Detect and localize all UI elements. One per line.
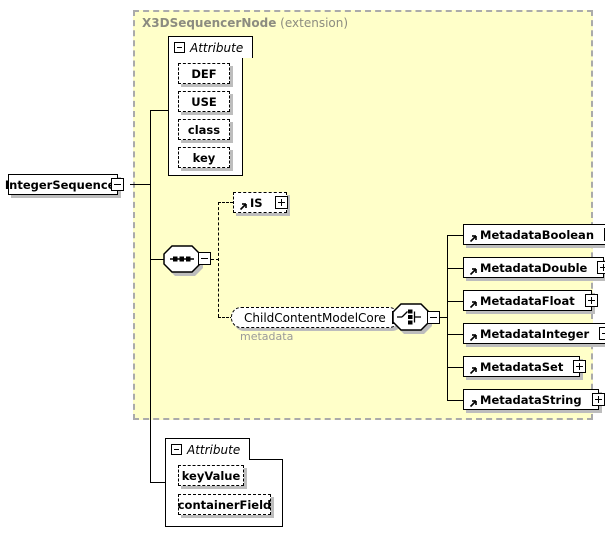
element-label: IS (250, 195, 263, 210)
attribute-use[interactable]: USE (178, 91, 230, 112)
connector-line (150, 259, 164, 260)
connector-line-dashed (211, 259, 219, 260)
element-label: MetadataInteger (480, 326, 590, 341)
extension-title: X3DSequencerNode (extension) (142, 16, 348, 30)
reference-arrow-icon (469, 367, 477, 375)
expand-toggle[interactable] (274, 196, 288, 209)
connector-line (150, 110, 151, 482)
collapse-toggle[interactable] (198, 252, 211, 265)
element-label: IntegerSequencer (4, 177, 122, 192)
connector-line-dashed (218, 317, 233, 318)
annotation-text: metadata (240, 330, 294, 343)
attribute-group-label: Attribute (187, 442, 241, 457)
collapse-toggle[interactable] (174, 42, 185, 53)
element-metadatastring[interactable]: MetadataString (463, 389, 605, 410)
connector-line (150, 482, 165, 483)
element-metadataset[interactable]: MetadataSet (463, 356, 587, 377)
connector-line (447, 235, 448, 400)
sequence-indicator (162, 245, 206, 283)
choice-indicator (391, 303, 435, 341)
reference-arrow-icon (469, 235, 477, 243)
attribute-label: class (187, 122, 221, 137)
reference-arrow-icon (239, 203, 247, 211)
attribute-label: keyValue (181, 468, 241, 483)
attribute-key[interactable]: key (178, 147, 230, 168)
attribute-label: containerField (177, 497, 272, 512)
collapse-toggle[interactable] (111, 177, 124, 191)
element-label: MetadataDouble (480, 260, 588, 275)
connector-line (447, 400, 463, 401)
element-metadatadouble[interactable]: MetadataDouble (463, 257, 605, 278)
element-metadataboolean[interactable]: MetadataBoolean (463, 224, 605, 245)
expand-toggle[interactable] (584, 293, 598, 307)
attribute-class[interactable]: class (178, 119, 230, 140)
attribute-containerfield[interactable]: containerField (178, 494, 271, 515)
connector-line (447, 334, 463, 335)
extension-name: X3DSequencerNode (142, 16, 277, 30)
expand-toggle[interactable] (591, 392, 605, 406)
element-is[interactable]: IS (233, 192, 288, 213)
expand-toggle[interactable] (599, 326, 605, 340)
attribute-def[interactable]: DEF (178, 63, 230, 84)
attribute-label: USE (191, 94, 217, 109)
attribute-label: key (192, 150, 216, 165)
collapse-toggle[interactable] (171, 444, 182, 455)
element-label: ChildContentModelCore (244, 310, 386, 325)
reference-arrow-icon (469, 301, 477, 309)
element-label: MetadataFloat (480, 293, 575, 308)
sequence-icon (163, 245, 203, 276)
element-label: MetadataSet (480, 359, 564, 374)
attribute-label: DEF (191, 66, 217, 81)
element-label: MetadataBoolean (480, 227, 595, 242)
attribute-group-label: Attribute (190, 40, 244, 55)
extension-kind: (extension) (280, 16, 349, 30)
element-metadatainteger[interactable]: MetadataInteger (463, 323, 605, 344)
expand-toggle[interactable] (597, 260, 605, 274)
attribute-keyvalue[interactable]: keyValue (178, 465, 244, 486)
connector-line-dashed (218, 202, 233, 203)
element-childcontentmodelcore[interactable]: ChildContentModelCore (231, 307, 405, 328)
connector-line (447, 235, 463, 236)
reference-arrow-icon (469, 334, 477, 342)
element-metadatafloat[interactable]: MetadataFloat (463, 290, 598, 311)
attribute-group-header[interactable]: Attribute (165, 438, 251, 460)
reference-arrow-icon (469, 268, 477, 276)
connector-line (440, 317, 448, 318)
attribute-group-header[interactable]: Attribute (168, 36, 254, 58)
connector-line-dashed (218, 202, 219, 317)
connector-line (150, 110, 168, 111)
reference-arrow-icon (469, 400, 477, 408)
connector-line (130, 184, 150, 185)
connector-line (447, 301, 463, 302)
expand-toggle[interactable] (573, 359, 587, 373)
collapse-toggle[interactable] (427, 311, 440, 324)
connector-line (447, 367, 463, 368)
element-label: MetadataString (480, 392, 582, 407)
element-integersequencer[interactable]: IntegerSequencer (5, 174, 124, 195)
choice-icon (392, 303, 432, 334)
connector-line (447, 268, 463, 269)
